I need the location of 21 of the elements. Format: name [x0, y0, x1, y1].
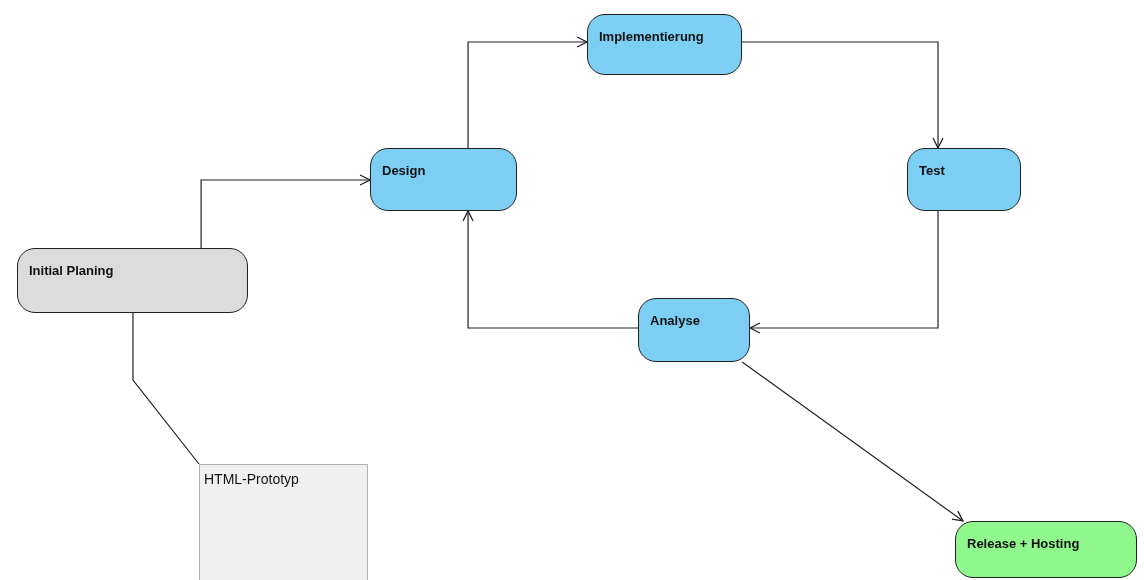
activity-label: Release + Hosting: [967, 536, 1080, 551]
arrow: [462, 210, 639, 329]
arrow: [200, 174, 371, 249]
activity-label: Implementierung: [599, 29, 704, 44]
note-text: HTML-Prototyp: [204, 471, 299, 487]
activity-box: [638, 298, 750, 362]
activity-box: [17, 248, 248, 313]
arrow: [741, 361, 964, 522]
activity-label: Test: [919, 163, 945, 178]
arrow: [749, 210, 939, 334]
arrow: [467, 36, 588, 149]
activity-box: [370, 148, 517, 211]
activity-label: Initial Planing: [29, 263, 114, 278]
activity-label: Analyse: [650, 313, 700, 328]
activity-box: [907, 148, 1021, 211]
activity-label: Design: [382, 163, 426, 178]
arrow: [741, 41, 944, 149]
activity-box: [955, 521, 1137, 578]
activity-box: [587, 14, 742, 75]
connector-line: [132, 312, 200, 465]
note-box: [199, 464, 368, 580]
